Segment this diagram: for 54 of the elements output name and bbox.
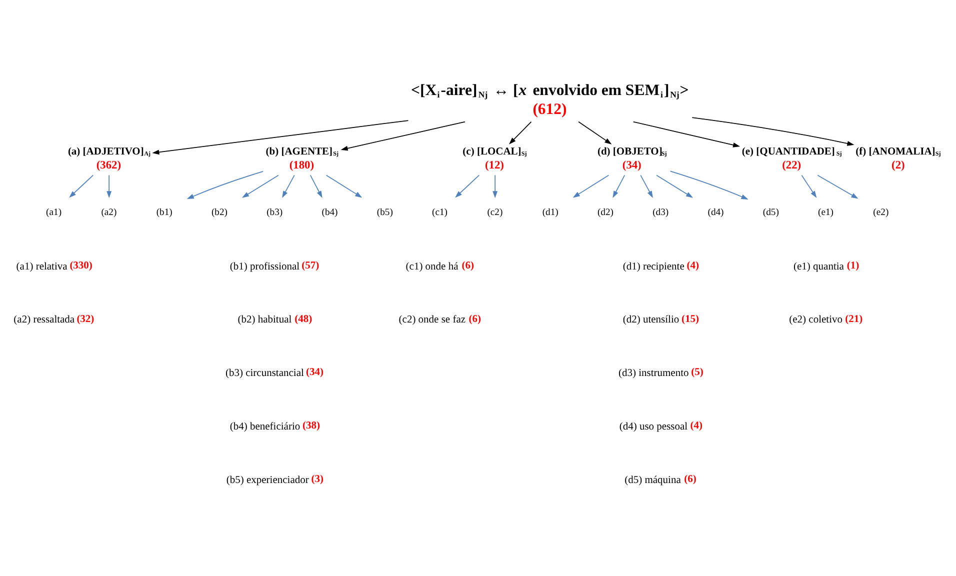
label: (b4) beneficiário (38) xyxy=(230,420,320,432)
label: (b2) habitual (48) xyxy=(238,313,312,326)
label: (b5) experienciador (3) xyxy=(226,474,324,486)
arrow xyxy=(578,120,612,144)
arrow xyxy=(310,174,322,198)
arrow xyxy=(340,120,466,150)
arrow xyxy=(656,174,694,198)
arrow xyxy=(508,120,532,144)
arrow xyxy=(282,174,295,198)
label: (a1) relativa (330) xyxy=(16,260,92,272)
label: (e1) quantia (1) xyxy=(794,260,860,272)
arrow xyxy=(492,174,498,198)
node-text: (a1) xyxy=(46,206,62,218)
arrow xyxy=(186,170,264,199)
label: (c2) onde se faz (6) xyxy=(398,313,482,326)
node-text: (d3) xyxy=(652,206,669,218)
node-text: (d5) xyxy=(762,206,779,218)
arrow xyxy=(455,174,480,198)
label: (a2) ressaltada (32) xyxy=(14,313,94,326)
label: (d4) uso pessoal (4) xyxy=(619,420,702,432)
node-text: (b5) xyxy=(376,206,393,218)
arrow xyxy=(640,174,653,198)
label: (d3) instrumento (5) xyxy=(618,366,704,379)
arrow xyxy=(242,174,279,198)
label: (c1) onde há (6) xyxy=(406,260,474,272)
node-text: (b1) xyxy=(156,206,172,218)
arrow xyxy=(801,174,817,198)
node-text: (d1) xyxy=(542,206,558,218)
arrow xyxy=(692,116,854,146)
label: (d1) recipiente (4) xyxy=(622,260,699,272)
arrow xyxy=(632,120,740,147)
label: (e2) coletivo (21) xyxy=(789,313,863,326)
node-text: (b3) xyxy=(266,206,283,218)
node-text: (e2) xyxy=(873,206,889,218)
node-text: (b2) xyxy=(211,206,228,218)
label: (b3) circunstancial (34) xyxy=(225,366,324,379)
label: (d5) máquina (6) xyxy=(624,474,696,486)
node-text: (d2) xyxy=(597,206,614,218)
arrow xyxy=(69,174,94,198)
arrow xyxy=(572,174,610,198)
label: (b1) profissional (57) xyxy=(230,260,320,272)
arrow xyxy=(670,170,748,199)
node-text: (d4) xyxy=(708,206,724,218)
arrow xyxy=(612,174,626,198)
arrow xyxy=(817,174,858,198)
node-text: (e1) xyxy=(818,206,834,218)
node-text: (c1) xyxy=(432,206,448,218)
node-text: (b4) xyxy=(322,206,338,218)
arrow xyxy=(326,174,362,198)
arrow xyxy=(152,120,409,154)
node-text: (a2) xyxy=(101,206,117,218)
label: (d2) utensílio (15) xyxy=(622,313,699,326)
node-text: (c2) xyxy=(487,206,503,218)
arrow xyxy=(106,174,112,198)
